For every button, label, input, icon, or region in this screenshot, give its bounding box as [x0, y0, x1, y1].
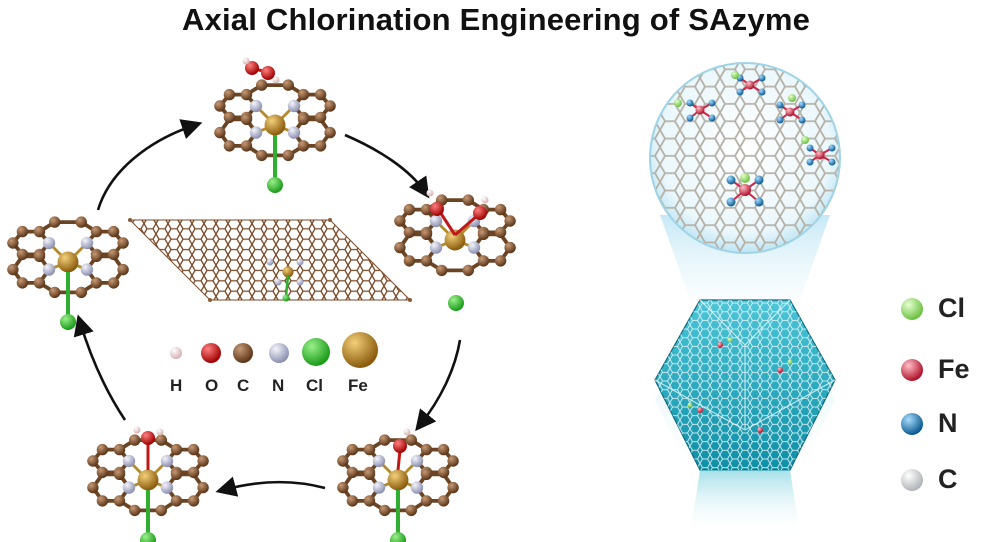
- c-legend-sphere-icon: [901, 469, 923, 491]
- state-h2o2-approach: [212, 57, 338, 195]
- graphene-sheet-fen4: [128, 218, 412, 302]
- key-label-cl: Cl: [306, 376, 323, 395]
- nitrogen-sphere-icon: [269, 343, 289, 363]
- chlorine-sphere-icon: [302, 338, 330, 366]
- element-key-spheres: [170, 332, 378, 368]
- side-label-n: N: [938, 408, 958, 438]
- carbon-sphere-icon: [233, 343, 253, 363]
- state-water-bound: [85, 426, 211, 542]
- side-label-fe: Fe: [938, 354, 970, 384]
- key-label-fe: Fe: [348, 376, 368, 395]
- side-label-cl: Cl: [938, 293, 965, 323]
- key-label-h: H: [170, 376, 183, 395]
- sazyme-crystal: [654, 299, 836, 535]
- oxygen-sphere-icon: [201, 343, 221, 363]
- state-bare-fecl: [5, 214, 131, 332]
- n-legend-sphere-icon: [901, 413, 923, 435]
- key-label-o: O: [205, 376, 219, 395]
- key-label-c: C: [237, 376, 250, 395]
- state-dihydroxyl: [392, 189, 518, 311]
- cl-legend-sphere-icon: [901, 298, 923, 320]
- key-label-n: N: [272, 376, 285, 395]
- fe-legend-sphere-icon: [901, 359, 923, 381]
- side-legend-spheres: [901, 298, 923, 491]
- cycle-arrows: [73, 119, 462, 497]
- figure-title: Axial Chlorination Engineering of SAzyme: [181, 2, 811, 37]
- hydrogen-sphere-icon: [170, 347, 182, 359]
- magnified-bubble: [649, 62, 841, 300]
- side-label-c: C: [938, 464, 958, 494]
- state-hydroxyl-right: [335, 428, 461, 542]
- iron-sphere-icon: [342, 332, 378, 368]
